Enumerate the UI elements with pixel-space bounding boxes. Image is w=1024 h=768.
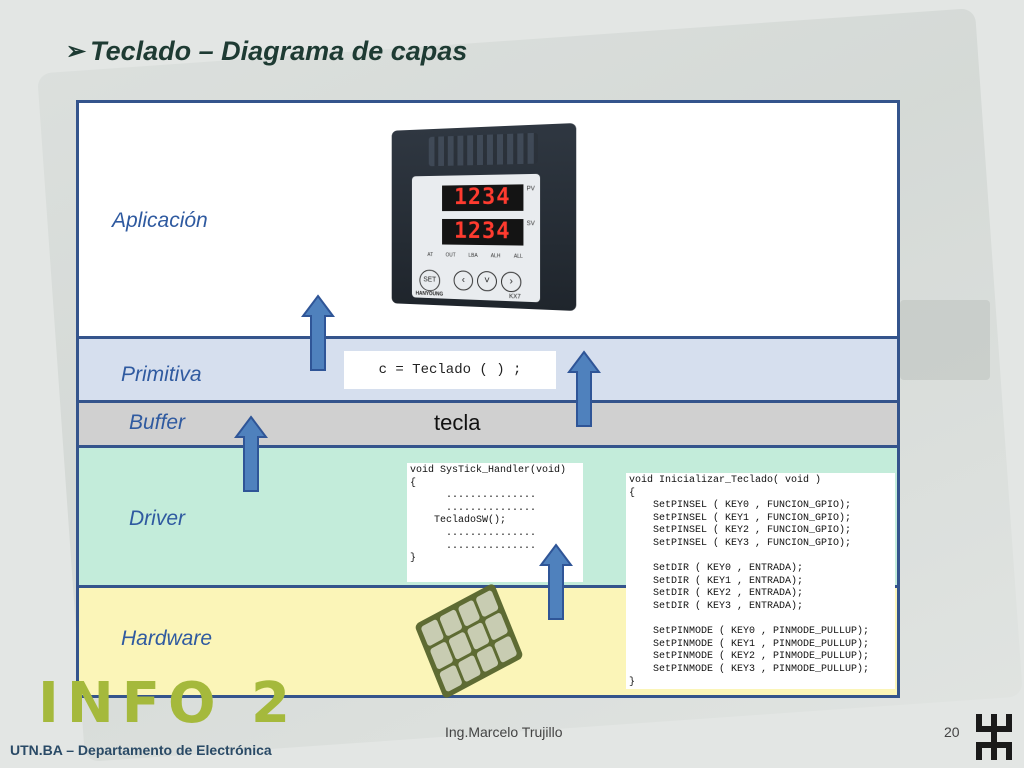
indicator-leds: AT OUT LBA ALH ALL bbox=[421, 252, 529, 260]
label-buffer: Buffer bbox=[129, 411, 186, 434]
keypad-image bbox=[414, 582, 524, 700]
background-connector bbox=[900, 300, 990, 380]
vent-grill bbox=[428, 132, 538, 167]
led-label: OUT bbox=[445, 252, 456, 259]
label-driver: Driver bbox=[129, 507, 185, 530]
sv-display: 1234 bbox=[442, 218, 524, 246]
led-label: ALH bbox=[490, 253, 501, 260]
footer-department: UTN.BA – Departamento de Electrónica bbox=[10, 742, 272, 758]
primitive-code-snippet: c = Teclado ( ) ; bbox=[344, 351, 556, 389]
led-label: ALL bbox=[513, 253, 523, 260]
pv-tag: PV bbox=[526, 186, 535, 193]
right-arrow-icon: › bbox=[501, 271, 522, 293]
init-keyboard-code: void Inicializar_Teclado( void ) { SetPI… bbox=[626, 473, 895, 689]
label-application: Aplicación bbox=[112, 209, 208, 232]
label-primitive: Primitiva bbox=[121, 363, 202, 386]
arrow-bullet-icon: ➢ bbox=[66, 38, 87, 65]
sv-tag: SV bbox=[526, 221, 535, 228]
layer-buffer bbox=[79, 400, 897, 448]
label-hardware: Hardware bbox=[121, 627, 213, 650]
utn-logo-icon bbox=[976, 714, 1012, 760]
slide-title-text: Teclado – Diagrama de capas bbox=[90, 36, 468, 66]
buffer-content-label: tecla bbox=[434, 410, 481, 435]
device-brand: HANYOUNG bbox=[415, 290, 444, 298]
led-label: LBA bbox=[468, 252, 478, 259]
up-arrow-icon bbox=[567, 350, 601, 427]
left-arrow-icon: ‹ bbox=[453, 270, 474, 291]
up-arrow-icon bbox=[234, 415, 268, 492]
set-button: SET bbox=[419, 269, 441, 292]
page-number: 20 bbox=[944, 724, 960, 740]
slide-title: ➢ Teclado – Diagrama de capas bbox=[66, 36, 467, 67]
info2-logo: INFO 2 bbox=[38, 671, 299, 736]
footer-author: Ing.Marcelo Trujillo bbox=[445, 724, 563, 740]
controller-device-image: 1234 PV 1234 SV AT OUT LBA ALH ALL SET ‹… bbox=[375, 109, 587, 314]
pv-display: 1234 bbox=[442, 184, 524, 212]
device-model: KX7 bbox=[509, 294, 521, 301]
up-arrow-icon bbox=[301, 294, 335, 371]
layer-diagram: Aplicación Primitiva Buffer Driver Hardw… bbox=[76, 100, 900, 700]
up-arrow-icon bbox=[539, 543, 573, 620]
device-front-panel: 1234 PV 1234 SV AT OUT LBA ALH ALL SET ‹… bbox=[411, 173, 541, 303]
down-arrow-icon: ˅ bbox=[477, 270, 497, 292]
led-label: AT bbox=[427, 252, 434, 259]
